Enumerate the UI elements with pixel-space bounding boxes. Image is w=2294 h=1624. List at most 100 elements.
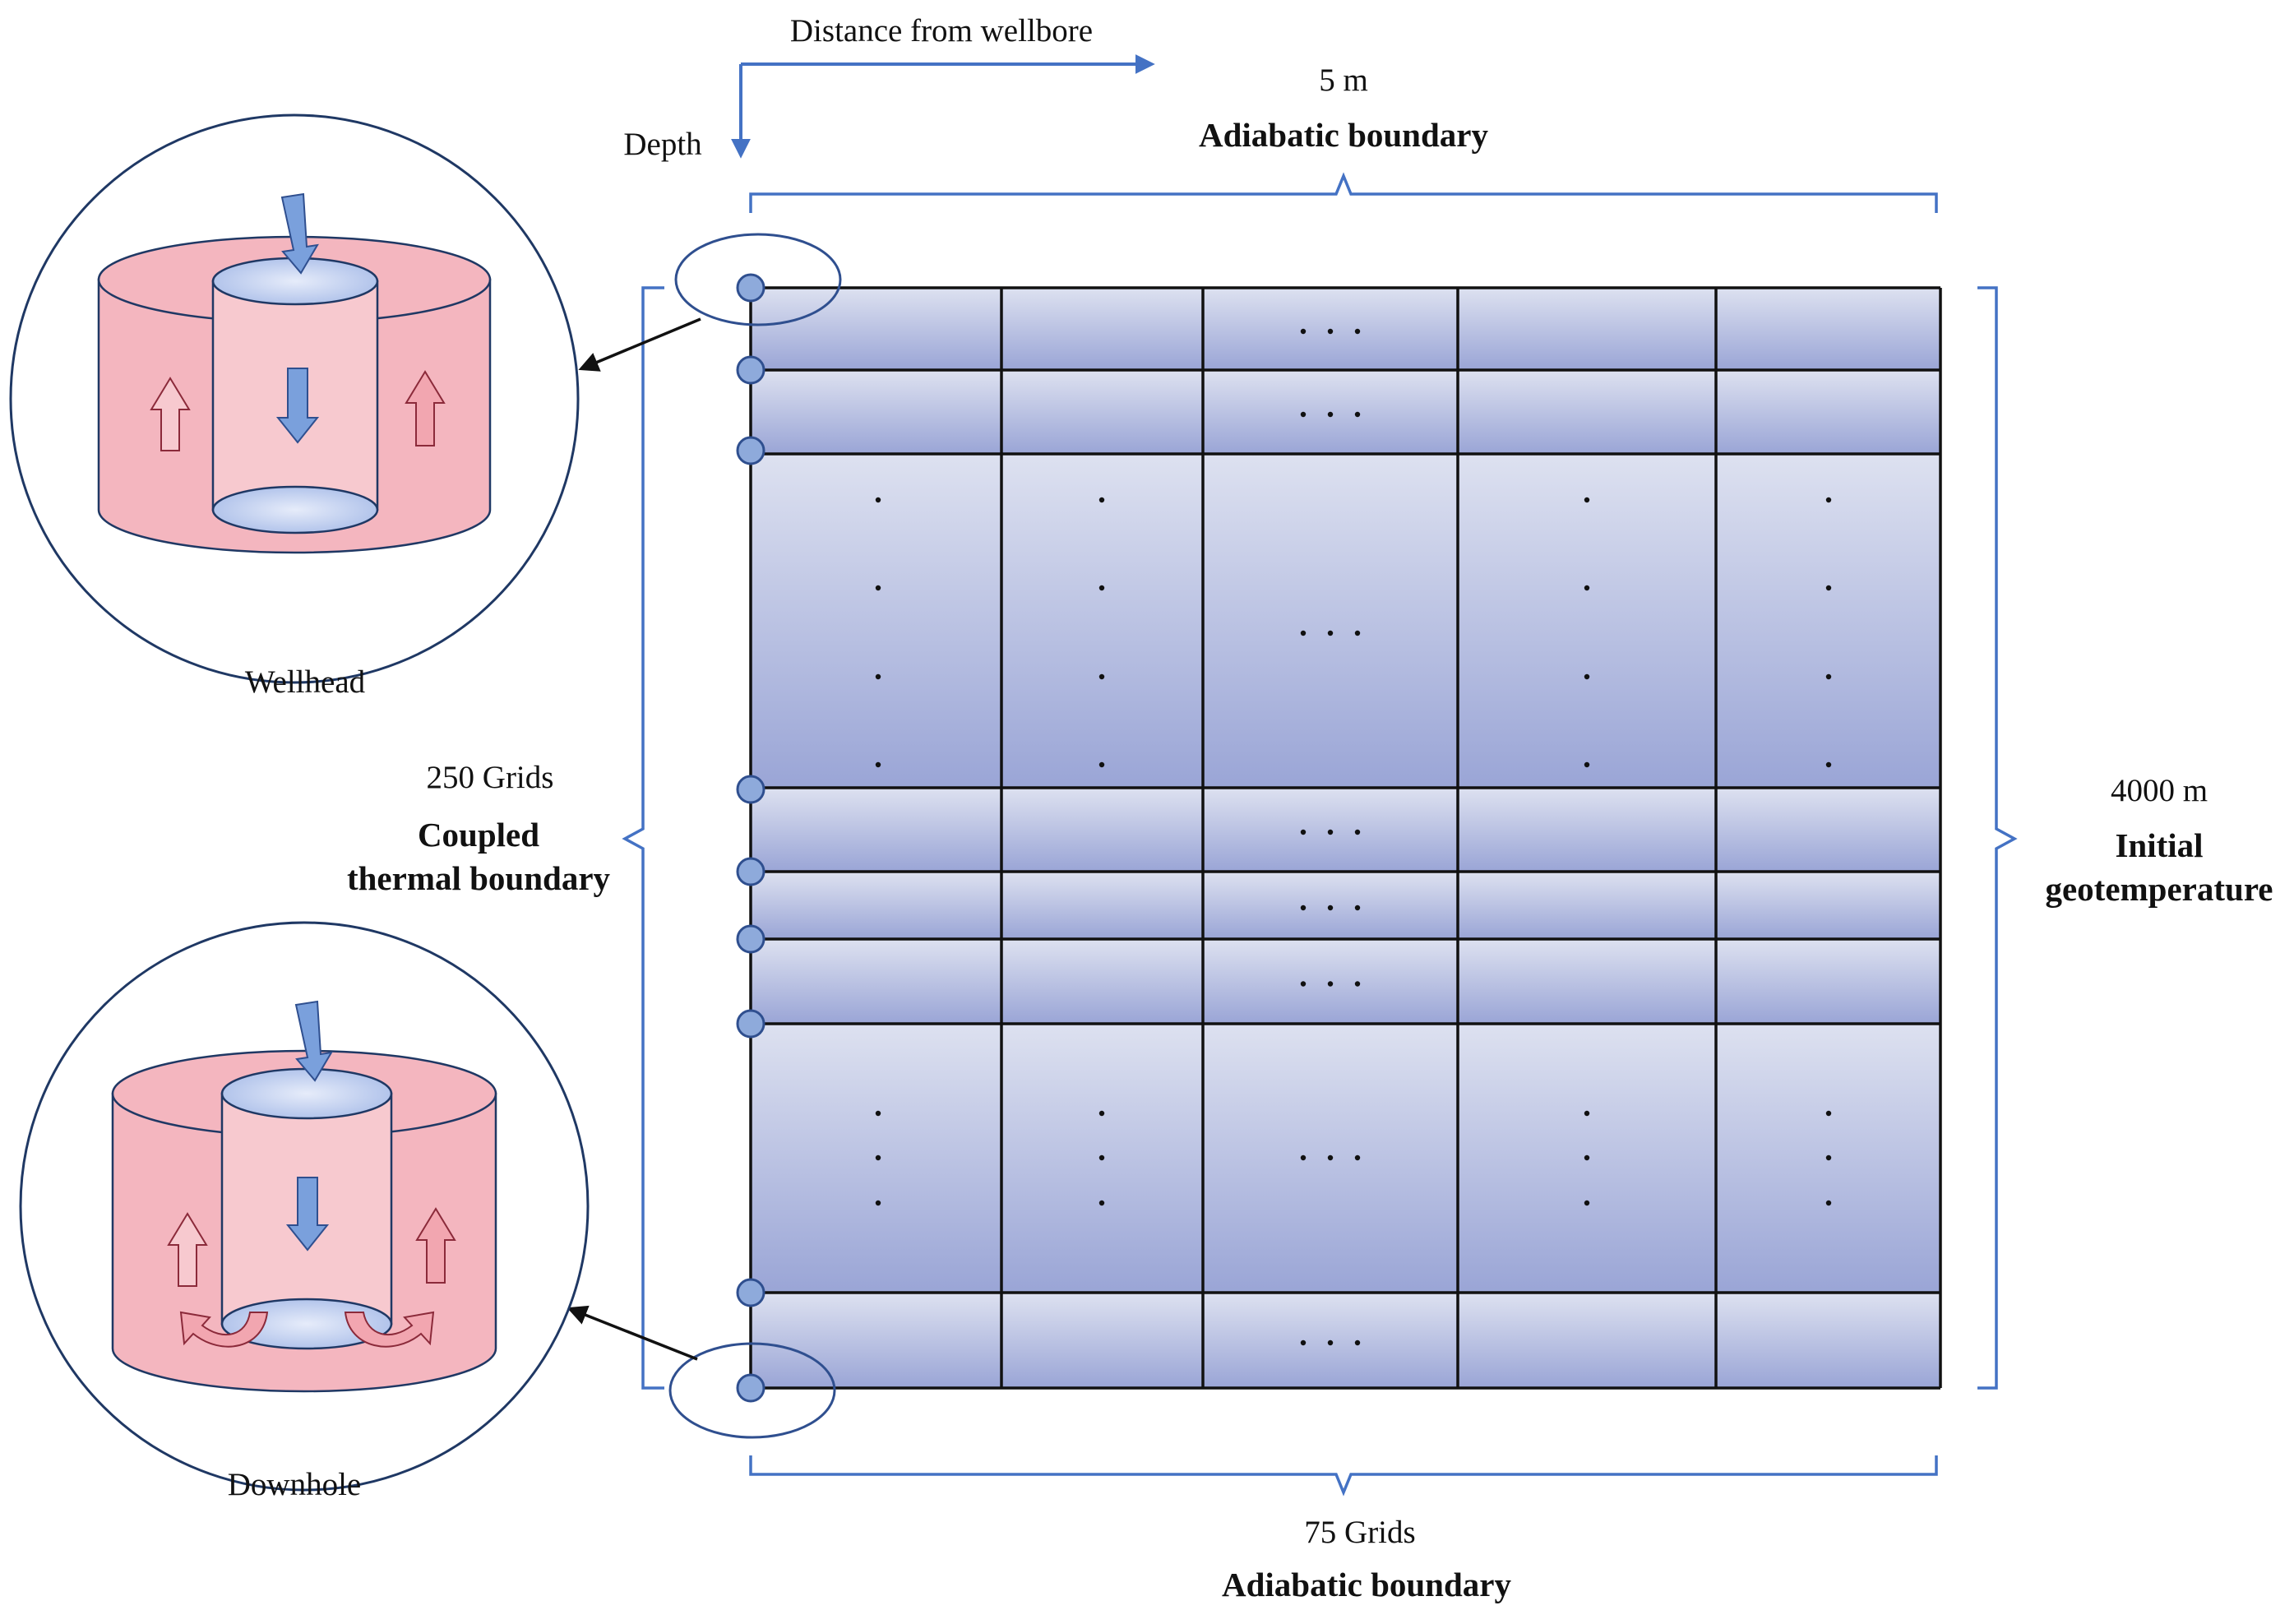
ellipsis-dot	[1098, 1154, 1105, 1161]
inflow-arrow-icon	[294, 1000, 333, 1082]
grid-cell	[1716, 872, 1940, 939]
grid-cell	[1716, 788, 1940, 872]
distance-axis-label: Distance from wellbore	[790, 13, 1093, 49]
grid-cell	[1458, 788, 1716, 872]
ellipsis-dot	[1584, 761, 1590, 768]
inflow-arrow-icon	[280, 192, 319, 275]
up-flow-arrow-icon	[405, 370, 446, 446]
ellipsis-dot	[875, 585, 881, 591]
grid-cell	[1001, 872, 1203, 939]
boundary-node	[736, 1373, 765, 1403]
boundary-node	[736, 857, 765, 886]
ellipsis-dot	[1354, 905, 1361, 911]
bottom-grids-label: 75 Grids	[1304, 1515, 1415, 1550]
down-flow-arrow-icon	[285, 1177, 330, 1252]
grid-cell	[751, 454, 1001, 788]
ellipsis-dot	[1584, 1200, 1590, 1206]
ellipsis-dot	[1584, 497, 1590, 503]
grid-cell	[751, 939, 1001, 1024]
ellipsis-dot	[1098, 761, 1105, 768]
ellipsis-dot	[1327, 981, 1334, 987]
depth-axis-label: Depth	[623, 127, 701, 162]
wellhead-pointer-arrow	[578, 317, 701, 372]
ellipsis-dot	[1825, 1154, 1832, 1161]
ellipsis-dot	[1098, 1110, 1105, 1117]
ellipsis-dot	[1300, 630, 1307, 636]
top-size-label: 5 m	[1319, 62, 1368, 98]
ellipsis-dot	[1300, 1339, 1307, 1346]
boundary-node	[736, 355, 765, 385]
grid-cell	[751, 788, 1001, 872]
grid-cell	[1458, 370, 1716, 454]
wellhead-highlight-ellipse	[674, 233, 842, 326]
ellipsis-dot	[1300, 829, 1307, 835]
boundary-node	[736, 436, 765, 465]
boundary-node	[736, 1009, 765, 1039]
wellhead-label: Wellhead	[245, 664, 366, 700]
left-boundary-label-line2: thermal boundary	[347, 859, 611, 897]
ellipsis-dot	[1327, 905, 1334, 911]
grid-cell	[1458, 1293, 1716, 1388]
ellipsis-dot	[1584, 1110, 1590, 1117]
right-brace	[1977, 286, 2018, 1390]
ellipsis-dot	[1098, 1200, 1105, 1206]
left-grids-label: 250 Grids	[427, 760, 554, 795]
ellipsis-dot	[1327, 1339, 1334, 1346]
grid-cell	[1716, 370, 1940, 454]
ellipsis-dot	[1300, 905, 1307, 911]
grid-cell	[1001, 1293, 1203, 1388]
ellipsis-dot	[1354, 1154, 1361, 1161]
ellipsis-dot	[875, 497, 881, 503]
boundary-node	[736, 273, 765, 303]
ellipsis-dot	[1584, 673, 1590, 680]
ellipsis-dot	[1098, 673, 1105, 680]
grid-cell	[1001, 939, 1203, 1024]
right-size-label: 4000 m	[2111, 773, 2208, 808]
right-boundary-label-line2: geotemperature	[2045, 870, 2273, 908]
grid-cell	[751, 370, 1001, 454]
ellipsis-dot	[1300, 981, 1307, 987]
right-boundary-label-line1: Initial	[2115, 826, 2203, 864]
curved-return-arrow-icon	[344, 1311, 435, 1348]
grid-nodes	[736, 273, 765, 1403]
grid-cell	[751, 872, 1001, 939]
grid-cell	[1001, 288, 1203, 370]
ellipsis-dot	[1825, 497, 1832, 503]
boundary-node	[736, 924, 765, 954]
ellipsis-dot	[1327, 630, 1334, 636]
ellipsis-dot	[875, 1110, 881, 1117]
ellipsis-dot	[1584, 585, 1590, 591]
downhole-highlight-ellipse	[668, 1342, 836, 1439]
down-flow-arrow-icon	[275, 368, 320, 444]
ellipsis-dot	[1327, 411, 1334, 418]
curved-return-arrow-icon	[179, 1311, 269, 1348]
grid-cell	[1458, 939, 1716, 1024]
grid-cell	[1001, 454, 1203, 788]
bottom-boundary-label: Adiabatic boundary	[1222, 1566, 1512, 1603]
boundary-node	[736, 775, 765, 804]
ellipsis-dot	[1825, 761, 1832, 768]
ellipsis-dot	[1354, 1339, 1361, 1346]
grid-cell	[751, 288, 1001, 370]
grid-cell	[1458, 454, 1716, 788]
bottom-brace	[749, 1455, 1938, 1497]
ellipsis-dot	[1825, 673, 1832, 680]
ellipsis-dot	[875, 1154, 881, 1161]
up-flow-arrow-icon	[167, 1212, 208, 1287]
grid-cell	[1458, 288, 1716, 370]
up-flow-arrow-icon	[415, 1207, 456, 1284]
ellipsis-dot	[1825, 1110, 1832, 1117]
ellipsis-dot	[1327, 1154, 1334, 1161]
ellipsis-dot	[1098, 497, 1105, 503]
grid-cell	[1203, 454, 1458, 788]
downhole-inset	[19, 921, 590, 1492]
ellipsis-dot	[1354, 829, 1361, 835]
grid-cells	[751, 288, 1940, 1388]
grid-cell	[1458, 872, 1716, 939]
grid	[736, 273, 1942, 1403]
downhole-pointer-arrow	[567, 1305, 698, 1361]
grid-lines	[749, 286, 1942, 1390]
ellipsis-dot	[875, 1200, 881, 1206]
ellipsis-dot	[1354, 981, 1361, 987]
